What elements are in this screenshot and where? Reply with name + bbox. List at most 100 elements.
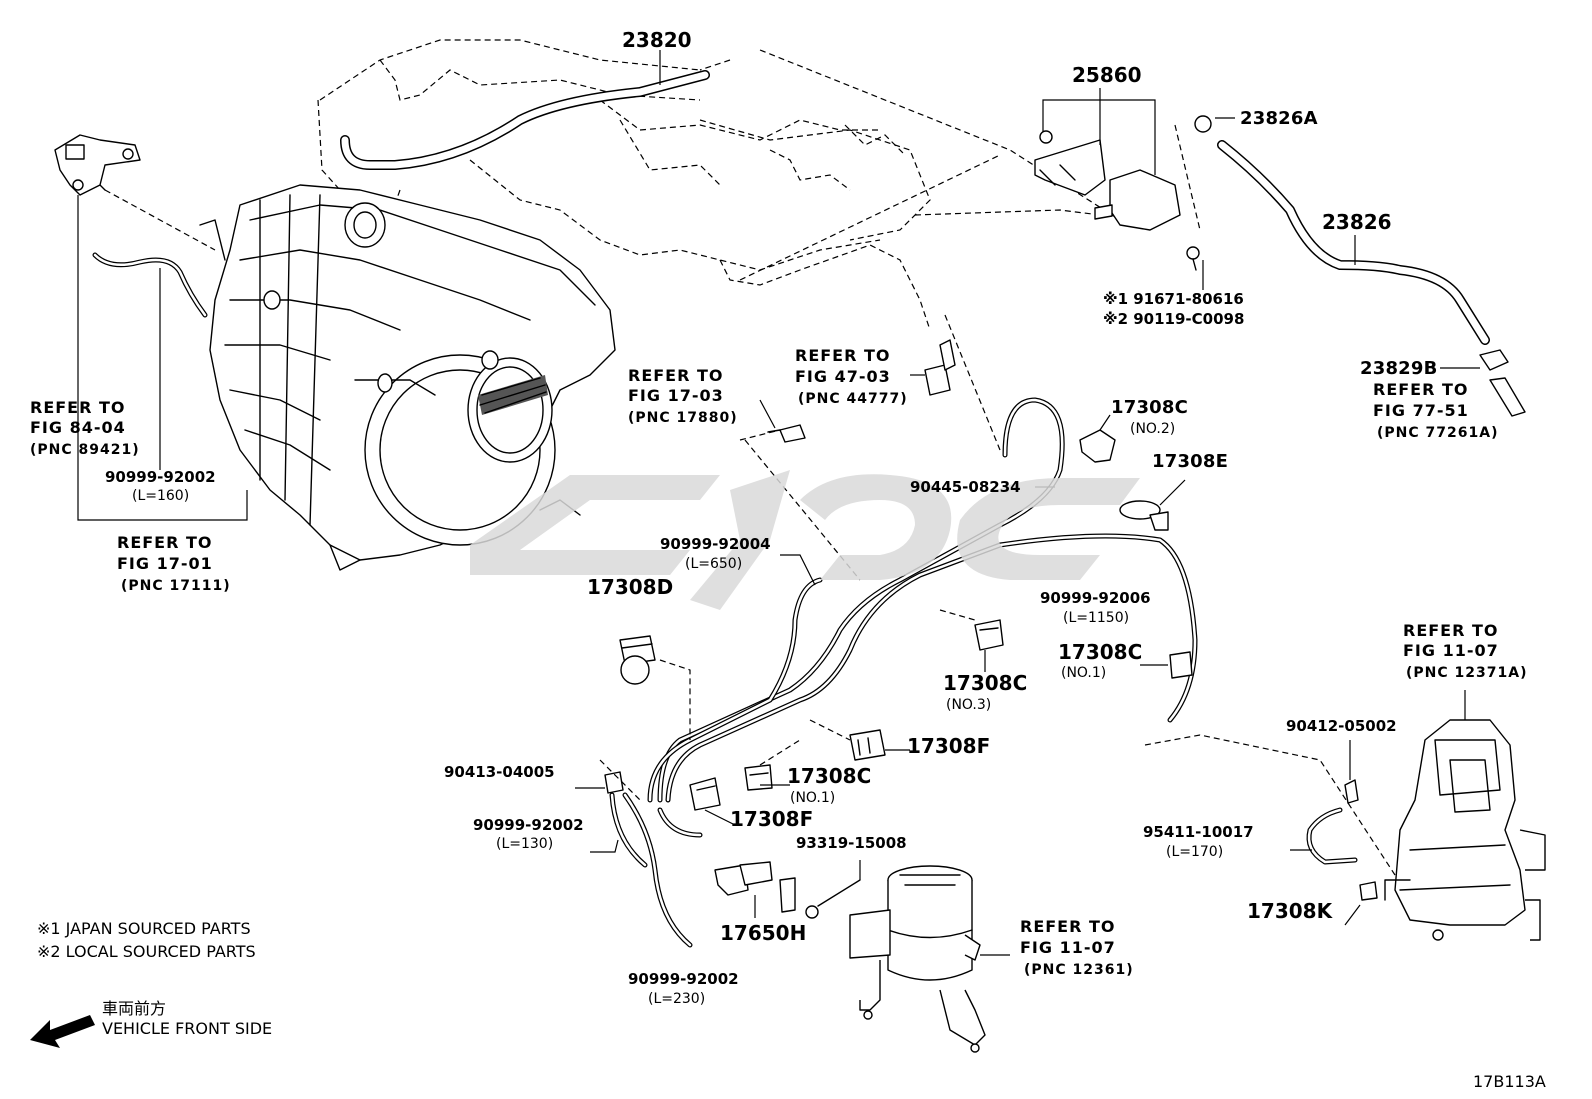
svg-text:FIG 17-03: FIG 17-03: [628, 386, 724, 405]
label-90445-08234: 90445-08234: [910, 478, 1021, 496]
label-l170: (L=170): [1166, 844, 1223, 860]
clamp-17308C-no1a: [1140, 651, 1193, 679]
label-no1a: (NO.1): [1061, 665, 1106, 681]
svg-text:(PNC 77261A): (PNC 77261A): [1377, 425, 1498, 441]
label-90999-92002-a: 90999-92002: [473, 816, 584, 834]
svg-text:REFER TO: REFER TO: [795, 346, 891, 365]
tube-l130: [609, 792, 648, 868]
map-sensor: [54, 134, 141, 196]
front-label-en: VEHICLE FRONT SIDE: [102, 1019, 272, 1038]
front-label-jp: 車両前方: [102, 999, 166, 1018]
svg-text:REFER TO: REFER TO: [117, 533, 213, 552]
vsv-25860: [1034, 88, 1204, 290]
label-23826: 23826: [1322, 210, 1392, 234]
clamp-17308F-a: [809, 719, 910, 761]
sensor-44777: [910, 339, 956, 396]
fuel-tank-component: [1384, 690, 1546, 941]
label-95411-10017: 95411-10017: [1143, 823, 1254, 841]
connector-17880: [739, 399, 861, 581]
ref-fig-77-51: REFER TO FIG 77-51 (PNC 77261A): [1373, 380, 1498, 441]
ref-fig-11-07-a: REFER TO FIG 11-07 (PNC 12371A): [1403, 621, 1527, 681]
svg-text:REFER TO: REFER TO: [628, 366, 724, 385]
check-valve-90412: [1344, 740, 1359, 804]
label-23826A: 23826A: [1240, 108, 1318, 129]
svg-text:FIG 11-07: FIG 11-07: [1403, 641, 1499, 660]
watermark-logo: [470, 470, 1140, 610]
label-17308K: 17308K: [1247, 899, 1334, 923]
label-25860: 25860: [1072, 63, 1142, 87]
screw-93319-15008: [805, 860, 861, 919]
svg-text:(PNC 12371A): (PNC 12371A): [1406, 665, 1527, 681]
clamp-17308C-no3: [939, 609, 1004, 672]
note-local-sourced: ※2 LOCAL SOURCED PARTS: [37, 942, 256, 961]
label-90413-04005: 90413-04005: [444, 763, 555, 781]
svg-text:(PNC 12361): (PNC 12361): [1024, 962, 1134, 978]
ref-fig-11-07-b: REFER TO FIG 11-07 (PNC 12361): [1020, 917, 1134, 978]
intake-manifold: [199, 184, 616, 571]
label-23820: 23820: [622, 28, 692, 52]
clamp-17308D: [619, 635, 691, 740]
label-17308E: 17308E: [1152, 451, 1228, 472]
svg-text:(PNC 17111): (PNC 17111): [121, 578, 231, 594]
clamp-17308F-b: [689, 777, 736, 826]
label-90412-05002: 90412-05002: [1286, 717, 1397, 735]
reference-blocks: REFER TO FIG 84-04 (PNC 89421) REFER TO …: [30, 346, 1527, 978]
svg-text:REFER TO: REFER TO: [1403, 621, 1499, 640]
label-90999-92002-b: 90999-92002: [628, 970, 739, 988]
label-l650: (L=650): [685, 556, 742, 572]
svg-text:(PNC 44777): (PNC 44777): [798, 391, 908, 407]
joint-90413-04005: [575, 759, 641, 801]
clamp-17308C-no2: [1079, 414, 1116, 463]
label-93319-15008: 93319-15008: [796, 834, 907, 852]
ref-fig-17-01: REFER TO FIG 17-01 (PNC 17111): [117, 533, 231, 594]
svg-text:REFER TO: REFER TO: [1373, 380, 1469, 399]
svg-text:FIG 17-01: FIG 17-01: [117, 554, 213, 573]
label-l1150: (L=1150): [1063, 610, 1129, 626]
svg-text:FIG 11-07: FIG 11-07: [1020, 938, 1116, 957]
label-17308F-a: 17308F: [907, 734, 990, 758]
label-no1b: (NO.1): [790, 790, 835, 806]
label-bolt-1: ※1 91671-80616: [1103, 290, 1244, 308]
label-17650H: 17650H: [720, 921, 806, 945]
leader-left-bracket: [77, 195, 248, 521]
label-17308C-no1a: 17308C: [1058, 640, 1142, 664]
label-17308D: 17308D: [587, 575, 673, 599]
label-l230: (L=230): [648, 991, 705, 1007]
svg-text:FIG 77-51: FIG 77-51: [1373, 401, 1469, 420]
note-japan-sourced: ※1 JAPAN SOURCED PARTS: [37, 919, 251, 938]
label-90999-92004: 90999-92004: [660, 535, 771, 553]
ref-fig-47-03: REFER TO FIG 47-03 (PNC 44777): [795, 346, 908, 407]
label-17308C-no3: 17308C: [943, 671, 1027, 695]
figure-id: 17B113A: [1473, 1072, 1546, 1091]
svg-text:REFER TO: REFER TO: [1020, 917, 1116, 936]
svg-text:(PNC 89421): (PNC 89421): [30, 442, 140, 458]
footnotes: ※1 JAPAN SOURCED PARTS ※2 LOCAL SOURCED …: [37, 919, 1546, 1091]
label-17308C-no1b: 17308C: [787, 764, 871, 788]
part-labels: 23820 25860 23826A 23826 23829B 17308C (…: [105, 28, 1438, 1007]
clamp-17308E: [1119, 479, 1186, 531]
sensor-dashed-link: [104, 189, 216, 251]
label-17308F-b: 17308F: [730, 807, 813, 831]
hose-23826: [1194, 115, 1526, 417]
ref-fig-17-03: REFER TO FIG 17-03 (PNC 17880): [628, 366, 737, 426]
label-l160: (L=160): [132, 488, 189, 504]
charcoal-canister: [849, 865, 1010, 1053]
arrow-left-down-icon: [30, 1015, 95, 1048]
clamp-17308C-no1b: [744, 739, 801, 791]
bracket-17650H: [714, 861, 796, 918]
svg-text:REFER TO: REFER TO: [30, 398, 126, 417]
svg-text:FIG 47-03: FIG 47-03: [795, 367, 891, 386]
label-l130: (L=130): [496, 836, 553, 852]
svg-text:FIG 84-04: FIG 84-04: [30, 418, 126, 437]
label-no2: (NO.2): [1130, 421, 1175, 437]
label-no3: (NO.3): [946, 697, 991, 713]
label-23829B: 23829B: [1360, 358, 1438, 379]
label-bolt-2: ※2 90119-C0098: [1103, 310, 1244, 328]
ref-fig-84-04: REFER TO FIG 84-04 (PNC 89421): [30, 398, 140, 458]
tube-90999-92006: [665, 533, 1198, 803]
tube-l230: [622, 792, 693, 948]
label-17308C-no2: 17308C: [1111, 397, 1188, 418]
clamp-17308K: [1344, 881, 1378, 926]
label-90999-92006: 90999-92006: [1040, 589, 1151, 607]
